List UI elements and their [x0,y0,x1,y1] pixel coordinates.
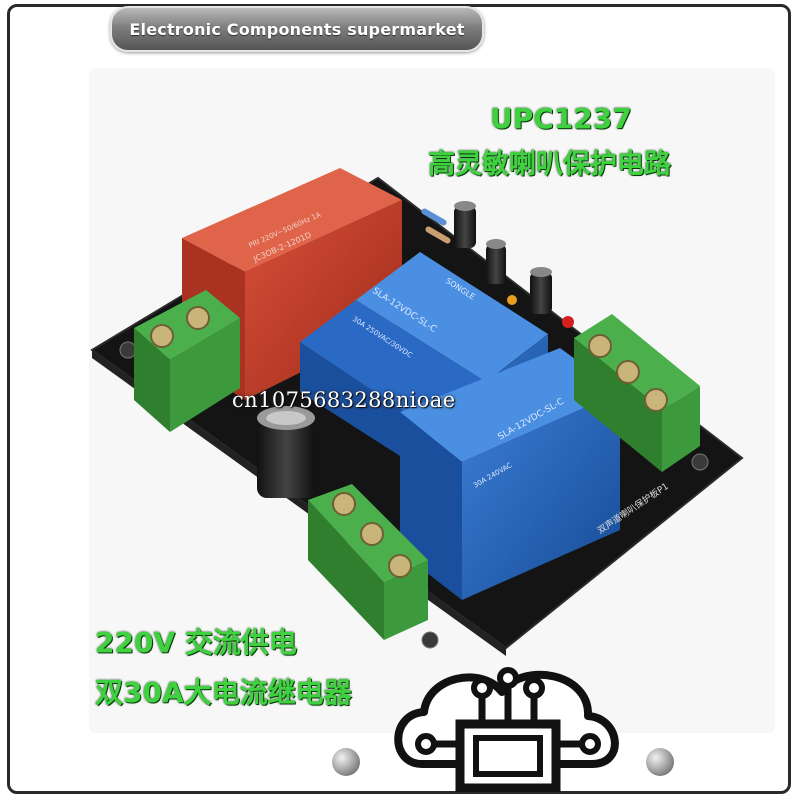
caption-description: 高灵敏喇叭保护电路 [428,149,671,180]
terminal-block-bottom [308,484,428,640]
caption-power: 220V 交流供电 [95,626,297,659]
terminal-block-right [574,314,700,472]
circuit-chip-logo-icon [394,667,619,792]
decor-dot-right [646,748,674,776]
top-capacitors [421,201,574,328]
decor-dot-left [332,748,360,776]
filter-capacitor [257,406,315,498]
terminal-block-left [134,290,240,432]
seller-watermark: cn1075683288nioae [232,388,456,412]
store-banner-text: Electronic Components supermarket [129,19,465,39]
caption-relays: 双30A大电流继电器 [95,676,352,709]
caption-model: UPC1237 [490,102,632,135]
store-banner: Electronic Components supermarket [110,6,484,52]
